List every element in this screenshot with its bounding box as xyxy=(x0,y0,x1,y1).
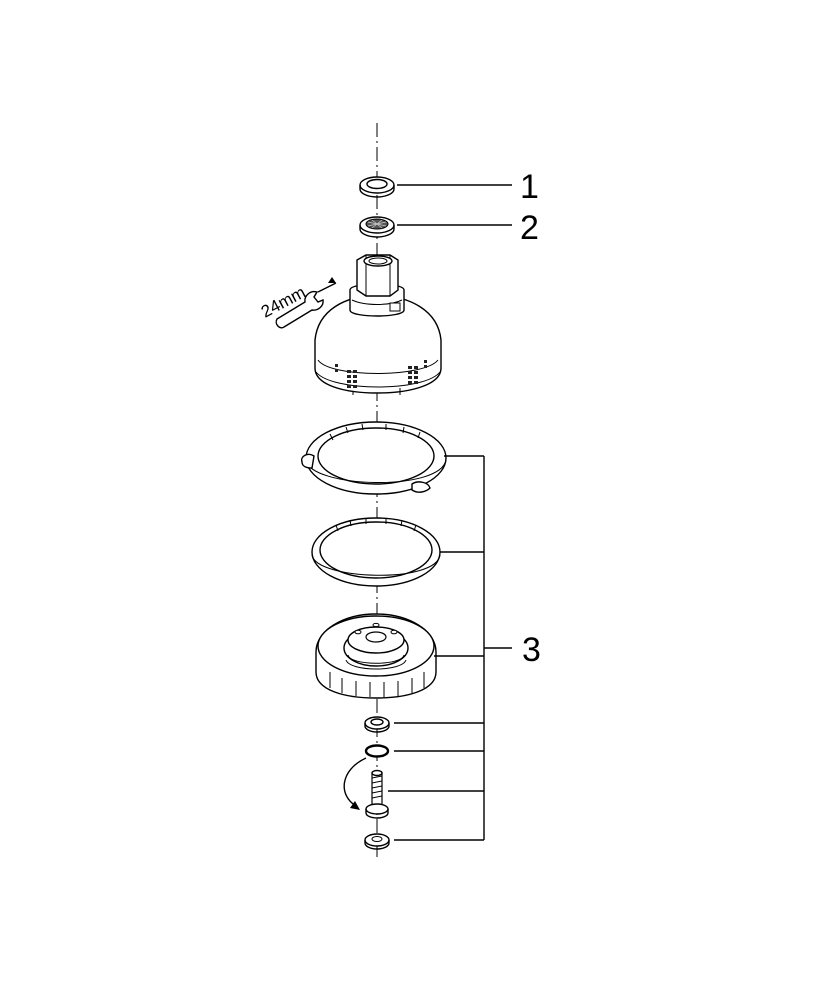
washer-part-a xyxy=(364,716,390,733)
retainer-ring-part xyxy=(301,421,447,495)
shower-head-body xyxy=(314,254,442,395)
washer-part-b xyxy=(364,833,390,850)
seal-ring-part xyxy=(359,176,395,198)
spray-ring-part xyxy=(311,517,441,587)
spray-cap-part xyxy=(315,613,437,699)
callout-number-3: 3 xyxy=(522,631,541,669)
callout-number-2: 2 xyxy=(520,209,539,247)
wrench-icon xyxy=(275,277,337,329)
filter-screen-part xyxy=(359,216,395,238)
o-ring-part xyxy=(364,744,390,758)
screw-part xyxy=(365,769,389,819)
callout-number-1: 1 xyxy=(520,168,539,206)
rotation-arrow-icon xyxy=(343,757,367,810)
leader-lines-3 xyxy=(388,455,512,841)
